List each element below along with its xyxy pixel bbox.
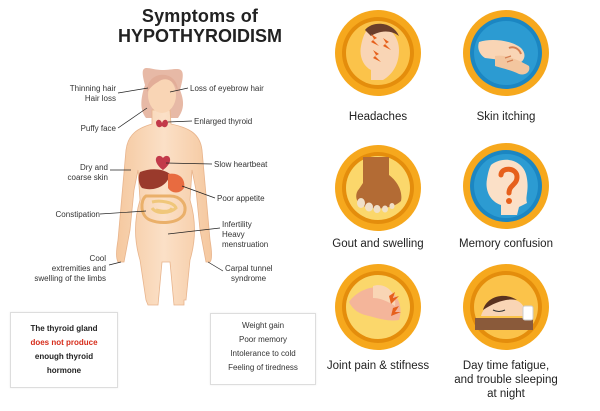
label-thinning-hair: Thinning hair	[69, 84, 116, 93]
label-cool-3: swelling of the limbs	[34, 274, 106, 283]
label-dry-skin-2: coarse skin	[67, 173, 108, 182]
caption-gout: Gout and swelling	[332, 238, 424, 250]
head	[148, 77, 176, 113]
label-hair-loss: Hair loss	[84, 94, 116, 103]
label-poor-appetite: Poor appetite	[217, 194, 265, 203]
symptom-weight-gain: Weight gain	[241, 321, 285, 330]
body-silhouette	[116, 109, 212, 306]
info-line-3: enough thyroid	[34, 352, 94, 361]
symptom-cold-intolerance: Intolerance to cold	[230, 349, 296, 358]
body-figure	[99, 68, 224, 306]
label-menstruation: menstruation	[222, 240, 269, 249]
intestines	[140, 194, 187, 224]
fatigue-sleep-icon	[463, 264, 549, 350]
caption-fatigue-3: at night	[487, 388, 525, 400]
thyroid-info-box: The thyroid gland does not produce enoug…	[10, 312, 118, 388]
heart	[155, 155, 171, 170]
info-line-1: The thyroid gland	[30, 324, 98, 333]
page-title: Symptoms of HYPOTHYROIDISM	[100, 6, 300, 46]
label-constipation: Constipation	[55, 210, 100, 219]
stomach	[168, 173, 185, 193]
joint-pain-icon	[335, 264, 421, 350]
symptom-tiredness: Feeling of tiredness	[228, 363, 298, 372]
caption-fatigue-2: and trouble sleeping	[454, 374, 558, 386]
label-infertility: Infertility	[222, 220, 252, 229]
caption-skin-itching: Skin itching	[476, 111, 536, 123]
label-dry-skin-1: Dry and	[79, 163, 108, 172]
caption-headaches: Headaches	[348, 111, 408, 123]
memory-confusion-icon	[463, 143, 549, 229]
label-cool-1: Cool	[89, 254, 106, 263]
label-enlarged-thyroid: Enlarged thyroid	[194, 117, 253, 126]
caption-joint-pain: Joint pain & stifness	[326, 360, 430, 372]
thyroid-gland	[156, 119, 168, 128]
info-line-2: does not produce	[30, 338, 98, 347]
label-cool-2: extremities and	[51, 264, 106, 273]
caption-memory: Memory confusion	[459, 238, 553, 250]
label-puffy-face: Puffy face	[80, 124, 116, 133]
label-heavy: Heavy	[222, 230, 245, 239]
label-slow-heartbeat: Slow heartbeat	[214, 160, 268, 169]
label-carpal-2: syndrome	[231, 274, 267, 283]
hair-top	[146, 74, 178, 92]
info-line-4: hormone	[46, 366, 82, 375]
headache-icon	[335, 10, 421, 96]
gout-foot-icon	[335, 145, 421, 231]
caption-fatigue-1: Day time fatigue,	[462, 360, 550, 372]
liver	[138, 169, 170, 190]
label-carpal-1: Carpal tunnel	[225, 264, 273, 273]
general-symptoms-box: Weight gain Poor memory Intolerance to c…	[210, 313, 316, 385]
title-line-2: HYPOTHYROIDISM	[117, 26, 282, 46]
title-line-1: Symptoms of	[141, 6, 259, 26]
symptom-poor-memory: Poor memory	[238, 335, 287, 344]
caption-fatigue: Day time fatigue, and trouble sleeping a…	[431, 359, 581, 401]
itching-icon	[463, 10, 549, 96]
leader-lines	[99, 87, 224, 272]
label-eyebrow-hair: Loss of eyebrow hair	[190, 84, 264, 93]
